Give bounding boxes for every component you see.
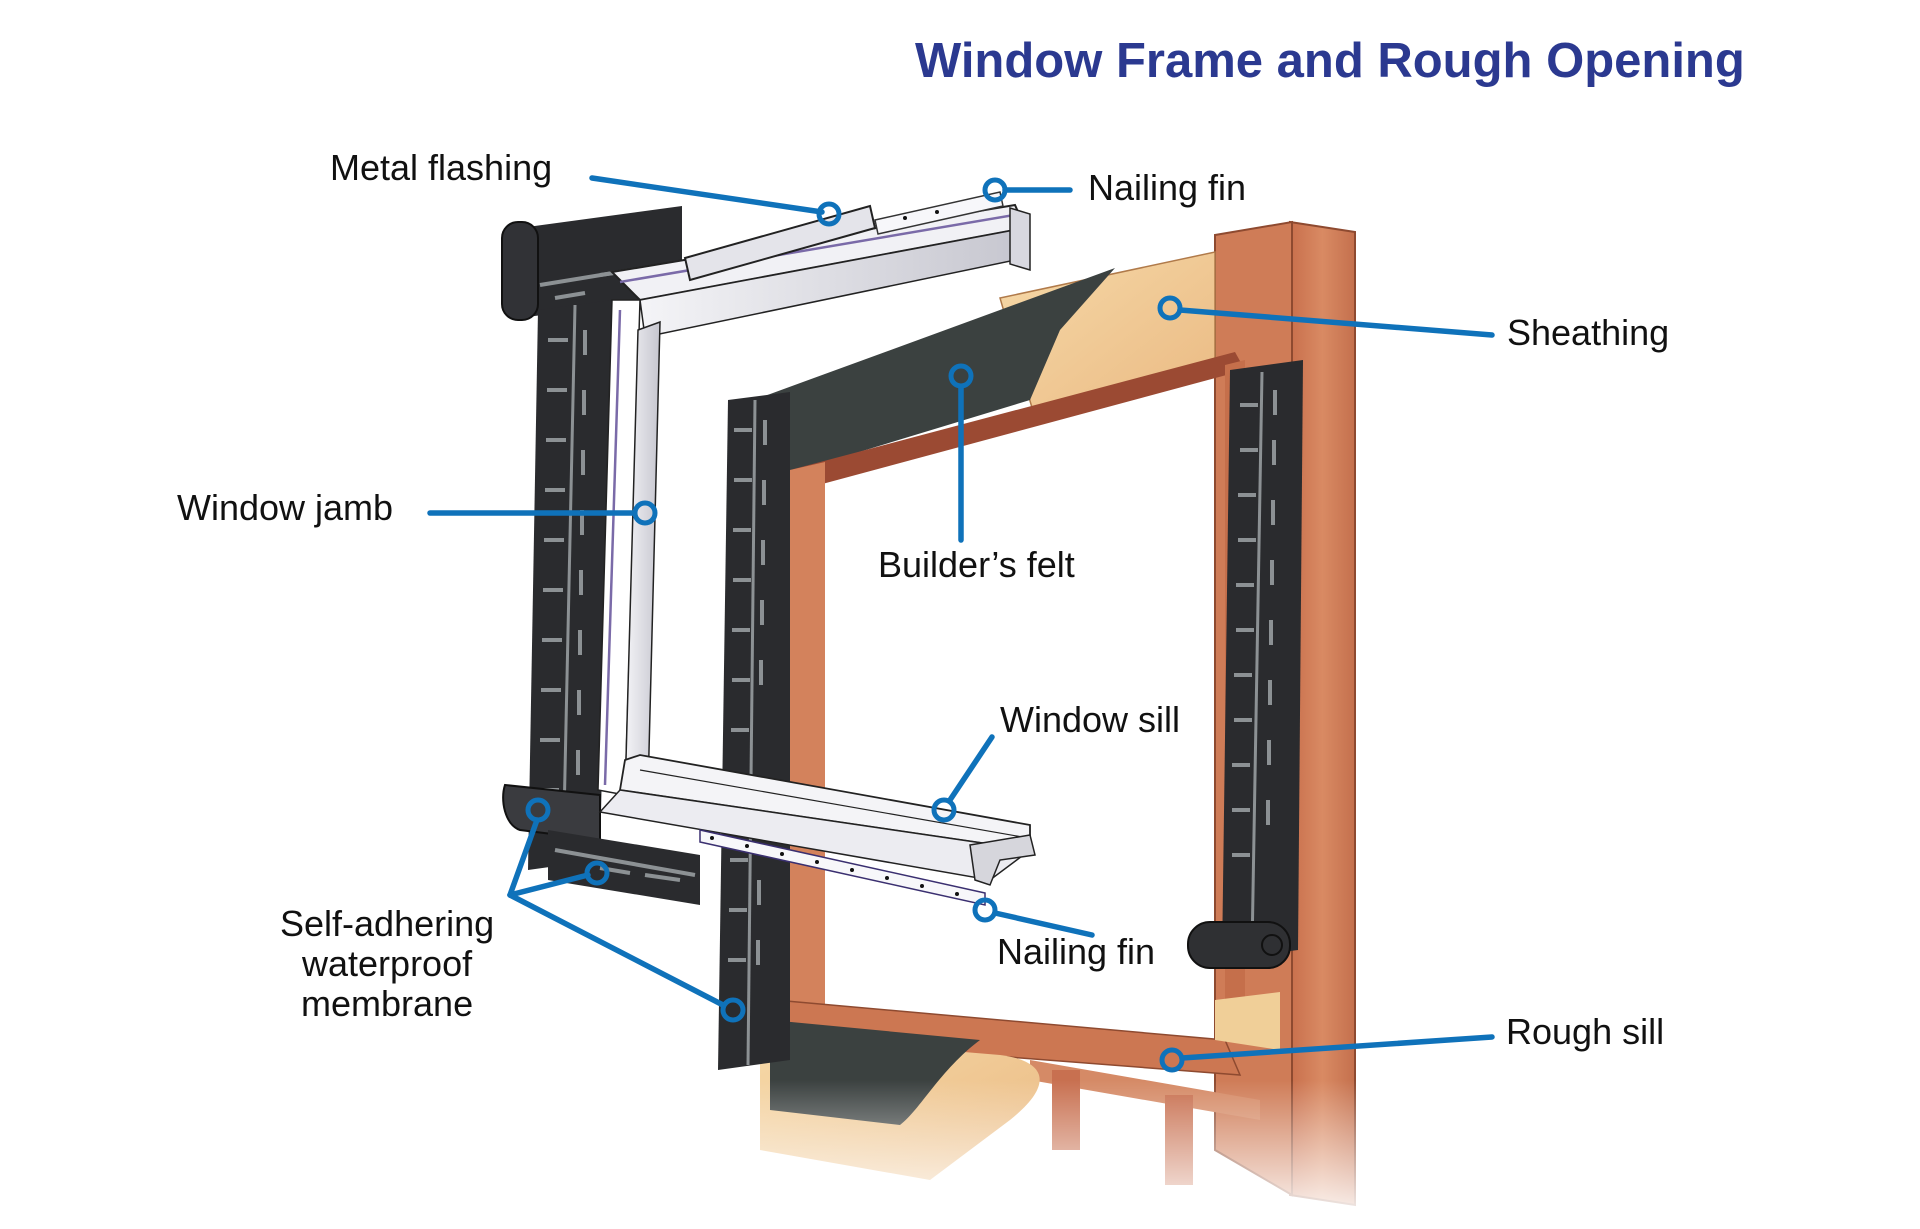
callout-marker — [632, 500, 658, 526]
membrane-strip-left — [718, 392, 790, 1070]
callout-marker — [931, 797, 957, 823]
callout-marker — [584, 860, 610, 886]
leader-nailing-fin-bottom — [972, 897, 1095, 938]
leader-line — [507, 872, 591, 898]
leader-line — [1177, 307, 1495, 338]
leader-line — [992, 910, 1095, 938]
leader-line — [1179, 1034, 1495, 1061]
callout-marker — [982, 177, 1008, 203]
label-self-adhering-membrane: Self-adhering waterproof membrane — [280, 904, 494, 1024]
label-line: waterproof — [302, 943, 473, 984]
leader-window-jamb — [427, 500, 658, 526]
diagram-title: Window Frame and Rough Opening — [915, 34, 1745, 88]
window-head-endcap — [1009, 206, 1031, 272]
callout-leaders — [427, 175, 1495, 1073]
leader-line — [507, 817, 540, 898]
nailing-fin-bottom-piece — [699, 829, 986, 906]
callout-marker — [1157, 295, 1183, 321]
builders-felt-panel — [740, 268, 1115, 480]
leader-rough-sill — [1159, 1034, 1495, 1073]
leader-window-sill — [931, 734, 995, 823]
label-line: membrane — [301, 983, 474, 1024]
leader-metal-flashing — [589, 175, 842, 227]
right-lower-sheathing — [1215, 992, 1280, 1050]
callout-marker — [948, 363, 974, 389]
label-line: Self-adhering — [280, 903, 495, 944]
label-sheathing: Sheathing — [1507, 312, 1670, 353]
leader-line — [947, 734, 995, 803]
callout-marker — [972, 897, 998, 923]
label-nailing-fin-top: Nailing fin — [1088, 167, 1247, 208]
callout-marker — [525, 797, 551, 823]
window-sill-endcap — [969, 834, 1036, 886]
leader-builders-felt — [948, 363, 974, 543]
label-builders-felt: Builder’s felt — [878, 544, 1075, 585]
label-rough-sill: Rough sill — [1506, 1011, 1665, 1052]
bottom-fade — [700, 1080, 1400, 1229]
callout-marker — [1159, 1047, 1185, 1073]
label-window-jamb: Window jamb — [177, 487, 394, 528]
leader-line — [589, 175, 825, 215]
label-window-sill: Window sill — [1000, 699, 1181, 740]
callout-marker — [816, 201, 842, 227]
leader-self-adhering-membrane — [507, 797, 746, 1023]
leader-nailing-fin-top — [982, 177, 1073, 203]
leader-line — [507, 892, 726, 1008]
leader-sheathing — [1157, 295, 1495, 338]
label-metal-flashing: Metal flashing — [330, 147, 553, 188]
membrane-roll — [1187, 921, 1291, 969]
nailing-fin-top-piece — [874, 191, 1004, 235]
label-nailing-fin-bottom: Nailing fin — [997, 931, 1156, 972]
callout-marker — [720, 997, 746, 1023]
header-trim — [790, 352, 1245, 490]
membrane-strip-right — [1187, 360, 1303, 969]
